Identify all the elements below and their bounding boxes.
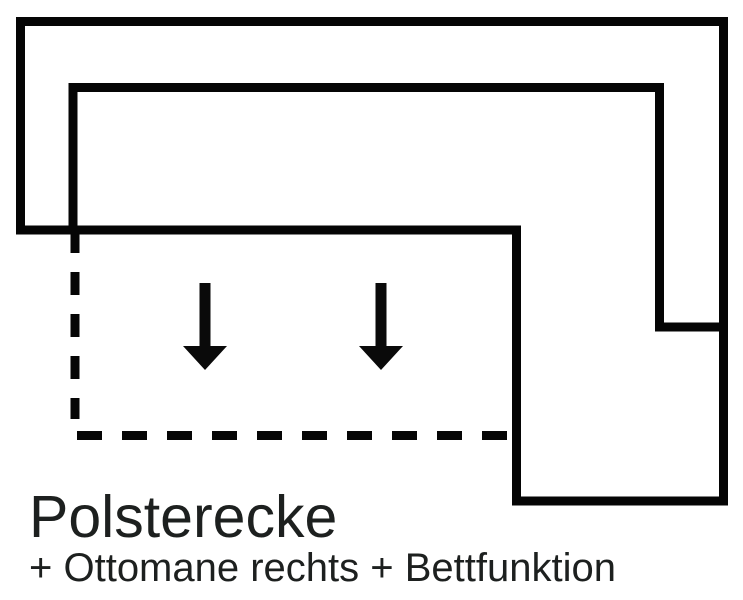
product-subtitle: + Ottomane rechts + Bettfunktion <box>29 546 616 590</box>
down-arrow-icon <box>359 283 403 370</box>
down-arrow-icon <box>183 283 227 370</box>
sofa-outer-outline <box>16 17 728 506</box>
product-title: Polsterecke <box>29 484 338 550</box>
sofa-backrest-line <box>68 83 728 332</box>
